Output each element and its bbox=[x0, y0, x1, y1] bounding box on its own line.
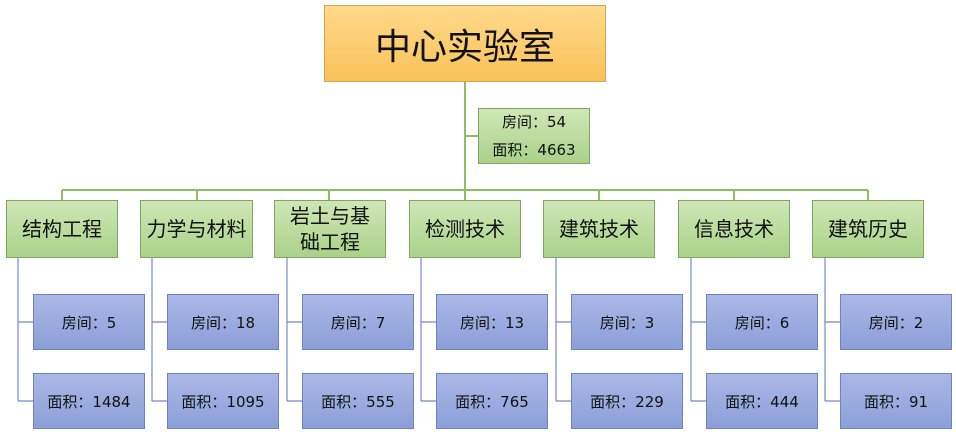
dept-7-stat-connector bbox=[824, 258, 840, 402]
dept-4-area-box: 面积：765 bbox=[436, 373, 548, 429]
root-node: 中心实验室 bbox=[324, 5, 606, 82]
root-rooms-text: 房间：54 bbox=[501, 113, 567, 131]
dept-node-6: 信息技术 bbox=[678, 200, 790, 258]
root-stats-box: 房间：54 面积：4663 bbox=[478, 108, 590, 164]
dept-6-rooms-box: 房间：6 bbox=[706, 294, 818, 350]
dept-2-stat-connector bbox=[151, 258, 167, 402]
dept-3-area-box: 面积：555 bbox=[302, 373, 414, 429]
dept-3-stat-connector bbox=[286, 258, 302, 402]
dept-node-5: 建筑技术 bbox=[543, 200, 655, 258]
dept-2-rooms-box: 房间：18 bbox=[167, 294, 279, 350]
dept-6-area-box: 面积：444 bbox=[706, 373, 818, 429]
dept-7-rooms-box: 房间：2 bbox=[840, 294, 952, 350]
dept-6-stat-connector bbox=[690, 258, 706, 402]
dept-5-stat-connector bbox=[555, 258, 571, 402]
dept-1-stat-connector bbox=[17, 258, 33, 402]
dept-node-2: 力学与材料 bbox=[140, 200, 253, 258]
dept-node-3: 岩土与基础工程 bbox=[274, 200, 386, 258]
dept-node-4: 检测技术 bbox=[409, 200, 521, 258]
dept-2-area-box: 面积：1095 bbox=[167, 373, 279, 429]
dept-node-1: 结构工程 bbox=[6, 200, 118, 258]
root-area-text: 面积：4663 bbox=[492, 141, 576, 159]
dept-1-rooms-box: 房间：5 bbox=[33, 294, 145, 350]
dept-5-area-box: 面积：229 bbox=[571, 373, 683, 429]
dept-5-rooms-box: 房间：3 bbox=[571, 294, 683, 350]
dept-1-area-box: 面积：1484 bbox=[33, 373, 145, 429]
dept-3-rooms-box: 房间：7 bbox=[302, 294, 414, 350]
dept-node-7: 建筑历史 bbox=[812, 200, 924, 258]
dept-4-rooms-box: 房间：13 bbox=[436, 294, 548, 350]
dept-7-area-box: 面积：91 bbox=[840, 373, 952, 429]
dept-4-stat-connector bbox=[420, 258, 436, 402]
